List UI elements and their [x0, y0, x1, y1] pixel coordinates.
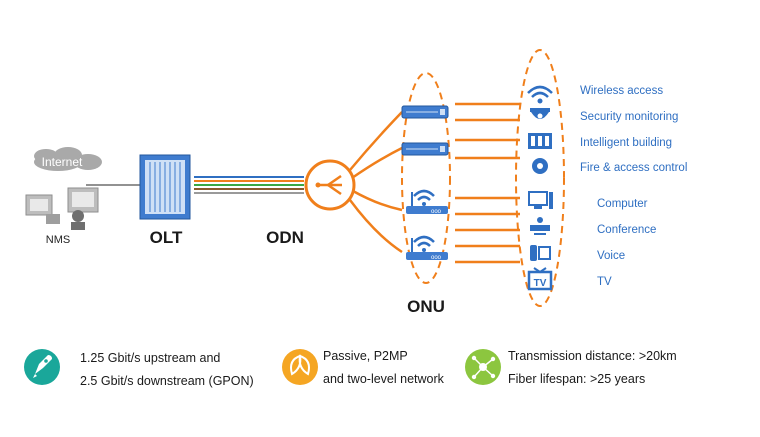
service-label: Computer: [597, 198, 648, 210]
svg-text:TV: TV: [534, 278, 547, 289]
conference-icon: [530, 217, 550, 235]
fire-alarm-icon: [532, 158, 548, 174]
internet-cloud-icon: Internet: [34, 147, 102, 171]
phone-icon: [530, 245, 551, 261]
service-label: Voice: [597, 250, 625, 262]
internet-label: Internet: [42, 155, 83, 169]
onu-box-icon: [401, 105, 449, 119]
services-group-outline: [515, 49, 565, 307]
security-camera-icon: [530, 108, 550, 119]
service-label: Conference: [597, 224, 656, 236]
computer-icon: [528, 191, 553, 209]
network-node-icon: [465, 349, 501, 385]
nms-label: NMS: [46, 234, 70, 246]
service-label: TV: [597, 276, 612, 288]
olt-label: OLT: [150, 228, 183, 247]
nms-computer-icon: [25, 187, 99, 230]
feature-2-line-1: Passive, P2MP: [323, 349, 408, 363]
fiber-bundle: [194, 176, 304, 194]
feature-1-line-1: 1.25 Gbit/s upstream and: [80, 351, 220, 365]
onu-box-icon: [401, 142, 449, 156]
svg-text:ooo: ooo: [431, 209, 442, 215]
building-icon: [528, 133, 552, 149]
tv-icon: TV: [527, 267, 553, 291]
service-label: Wireless access: [580, 85, 663, 97]
onu-label: ONU: [407, 297, 445, 316]
onu-service-links: [455, 102, 520, 264]
odn-label: ODN: [266, 228, 304, 247]
feature-3-line-2: Fiber lifespan: >25 years: [508, 372, 645, 386]
onu-wifi-router-icon: ooo: [406, 235, 448, 261]
leaf-icon: [282, 349, 318, 385]
splitter-icon: [304, 159, 356, 211]
service-label: Security monitoring: [580, 111, 678, 123]
wifi-icon: [527, 85, 553, 104]
feature-2-line-2: and two-level network: [323, 372, 445, 386]
service-label: Intelligent building: [580, 137, 672, 149]
odn-branch-lines: [348, 111, 403, 254]
feature-3-line-1: Transmission distance: >20km: [508, 349, 677, 363]
onu-group-outline: [401, 72, 451, 284]
onu-wifi-router-icon: ooo: [406, 189, 448, 215]
feature-1-line-2: 2.5 Gbit/s downstream (GPON): [80, 374, 254, 388]
svg-text:ooo: ooo: [431, 255, 442, 261]
olt-chassis-icon: [139, 154, 191, 220]
service-label: Fire & access control: [580, 162, 687, 174]
rocket-icon: [24, 349, 60, 385]
